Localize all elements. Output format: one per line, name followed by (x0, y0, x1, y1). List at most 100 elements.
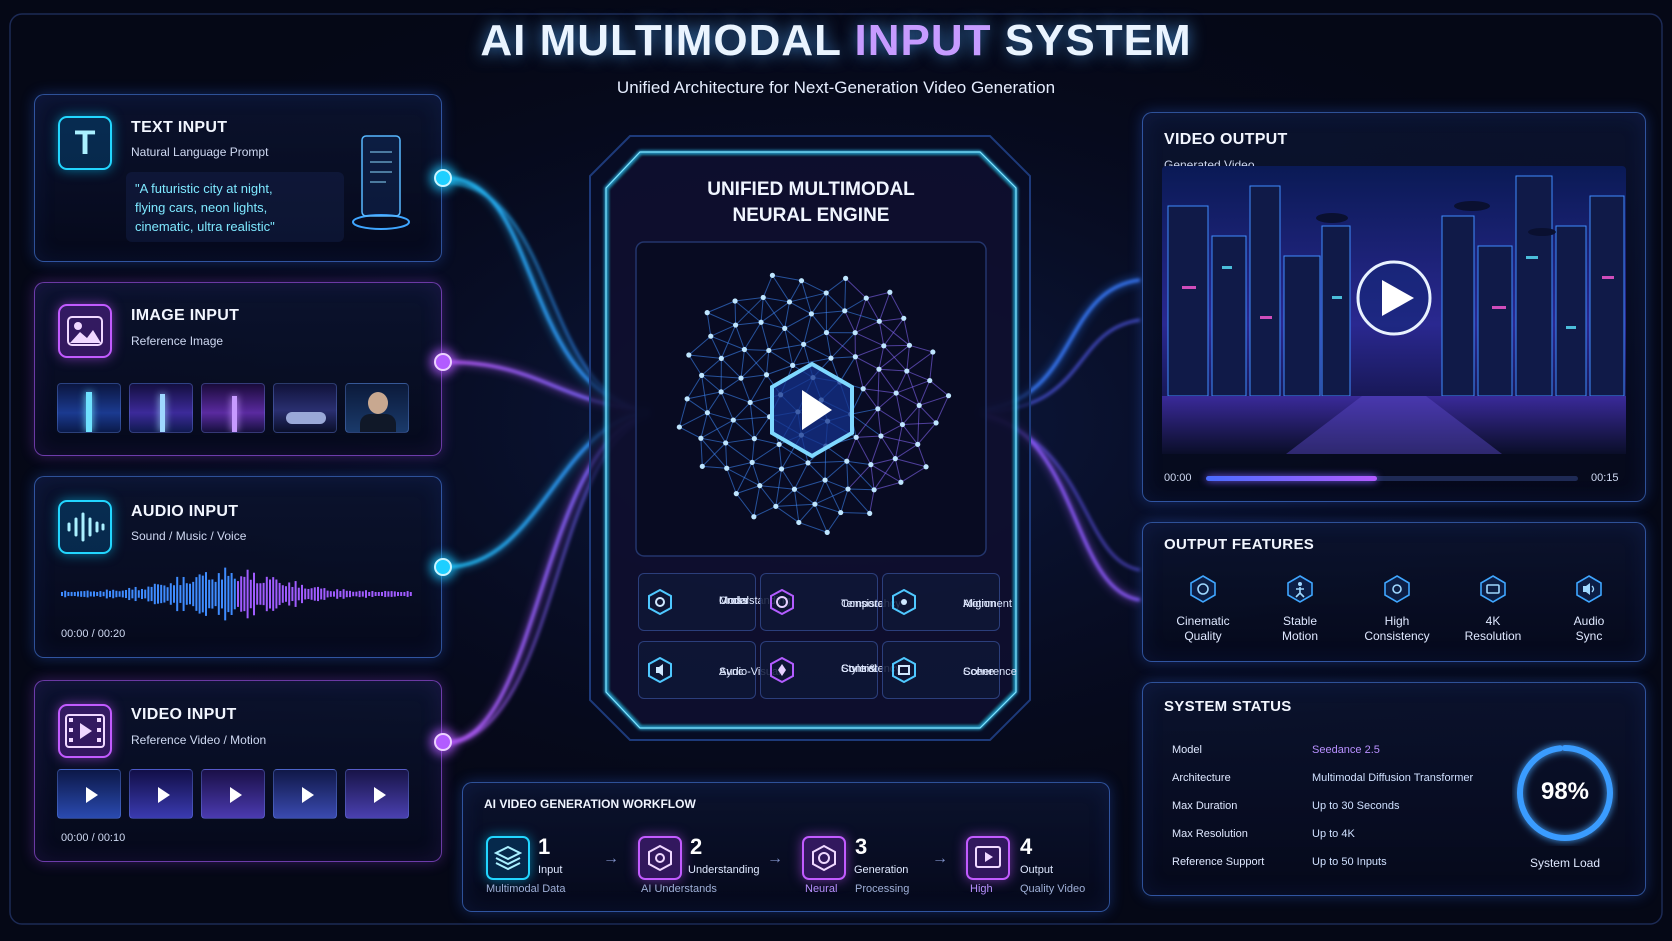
reference-image-thumb[interactable] (345, 383, 409, 433)
network-link (789, 301, 812, 315)
audio-time: 00:00 / 00:20 (61, 628, 126, 640)
reference-video-thumb[interactable] (201, 769, 265, 819)
system-load-gauge (1517, 745, 1613, 841)
film-icon (1190, 575, 1216, 603)
network-link (844, 310, 880, 322)
network-link (826, 332, 856, 358)
network-node (790, 362, 796, 368)
network-link (726, 461, 753, 469)
network-link (844, 297, 867, 312)
reference-image-thumb[interactable] (201, 383, 265, 433)
network-node (887, 289, 893, 295)
video-output-title: VIDEO OUTPUT (1164, 131, 1288, 148)
reference-video-thumb[interactable] (57, 769, 121, 819)
network-link (749, 402, 755, 439)
network-link (856, 435, 881, 438)
network-node (876, 318, 882, 324)
audio-waveform[interactable] (60, 562, 414, 628)
network-node (758, 319, 764, 325)
network-link (880, 435, 896, 459)
prompt-line-3: cinematic, ultra realistic" (135, 219, 275, 234)
image-input-subtitle: Reference Image (131, 334, 224, 348)
network-link (855, 345, 884, 358)
network-node (808, 311, 815, 317)
output-feature-line: Motion (1281, 629, 1319, 643)
audio-input-subtitle: Sound / Music / Voice (131, 529, 247, 543)
reference-video-thumb[interactable] (273, 769, 337, 819)
reference-video-thumb[interactable] (129, 769, 193, 819)
engine-title-line-1: UNIFIED MULTIMODAL (707, 179, 915, 200)
network-link (760, 301, 790, 323)
network-node (875, 406, 881, 412)
reference-video-thumb[interactable] (345, 769, 409, 819)
network-link (902, 424, 919, 445)
network-node (684, 396, 690, 402)
network-link (807, 462, 826, 481)
network-link (889, 292, 905, 319)
network-node (786, 299, 793, 305)
network-link (811, 310, 845, 315)
generated-video-preview[interactable] (1162, 166, 1626, 454)
network-link (740, 374, 767, 379)
layers-icon[interactable] (486, 836, 530, 880)
network-link (793, 489, 800, 523)
network-link (863, 388, 897, 394)
prompt-box[interactable] (126, 172, 344, 242)
step-label: Output (1020, 864, 1054, 876)
network-link (732, 419, 755, 439)
network-link (759, 468, 782, 487)
network-node (730, 417, 736, 423)
network-node (930, 349, 936, 355)
network-link (766, 364, 793, 376)
hologram-document-icon (352, 135, 410, 230)
hex-clock-icon (770, 589, 794, 615)
reference-image-thumb[interactable] (273, 383, 337, 433)
network-link (877, 369, 880, 409)
audio-input-title: AUDIO INPUT (131, 503, 239, 520)
engine-play-hexagon-icon[interactable] (766, 360, 858, 460)
network-link (906, 351, 934, 372)
network-link (700, 437, 728, 469)
network-link (825, 277, 846, 294)
network-node (906, 342, 913, 348)
text-t-icon: T (58, 116, 112, 170)
network-node (801, 341, 807, 347)
network-link (793, 462, 809, 490)
prompt-line-2: flying cars, neon lights, (135, 200, 268, 215)
gear-icon[interactable] (802, 836, 846, 880)
network-link (753, 505, 777, 518)
play-screen-icon[interactable] (966, 836, 1010, 880)
network-link (710, 324, 736, 337)
video-time-end: 00:15 (1591, 472, 1619, 484)
network-link (883, 318, 905, 347)
network-link (679, 412, 708, 428)
feature-text: Modal (719, 595, 749, 607)
reference-image-thumb[interactable] (57, 383, 121, 433)
network-link (735, 324, 745, 350)
network-node (863, 295, 869, 301)
engine-title-line-2: NEURAL ENGINE (732, 205, 890, 226)
network-link (760, 297, 764, 323)
network-node (852, 354, 858, 360)
network-link (732, 402, 751, 421)
network-link (870, 464, 902, 483)
feature-text: Alignment (963, 598, 1012, 610)
network-node (798, 278, 805, 284)
network-link (918, 380, 931, 406)
step-label: Understanding (688, 864, 760, 876)
reference-image-thumb[interactable] (129, 383, 193, 433)
network-link (883, 345, 908, 372)
brain-icon[interactable] (638, 836, 682, 880)
feature-text: Cross (719, 595, 748, 607)
video-progress-track[interactable] (1206, 476, 1578, 481)
network-link (839, 356, 856, 383)
network-link (772, 275, 790, 303)
